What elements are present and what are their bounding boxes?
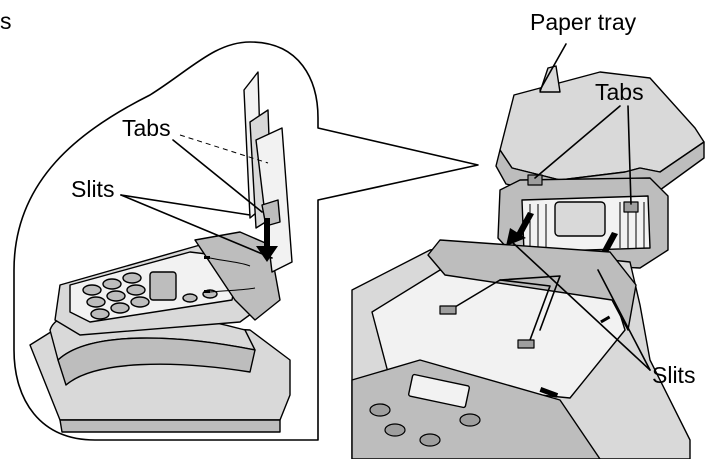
label-slits-left: Slits: [71, 176, 115, 202]
paper-tray: [495, 65, 705, 269]
label-slits-right: Slits: [652, 362, 696, 388]
label-paper-tray: Paper tray: [530, 9, 637, 35]
wire-guide: [439, 275, 561, 349]
label-tabs-right: Tabs: [595, 79, 644, 105]
fax-machine: [351, 239, 691, 459]
leader-lines-left: [120, 134, 273, 259]
fax-machine-closeup: [29, 71, 293, 433]
keypad: [82, 271, 218, 320]
leader-lines-right: [511, 43, 651, 371]
insert-arrow-left: [256, 218, 278, 262]
callout-outline: [13, 41, 479, 441]
label-tabs-left: Tabs: [122, 115, 171, 141]
detail-callout: [13, 41, 479, 441]
label-top-left-fragment: s: [0, 8, 12, 34]
